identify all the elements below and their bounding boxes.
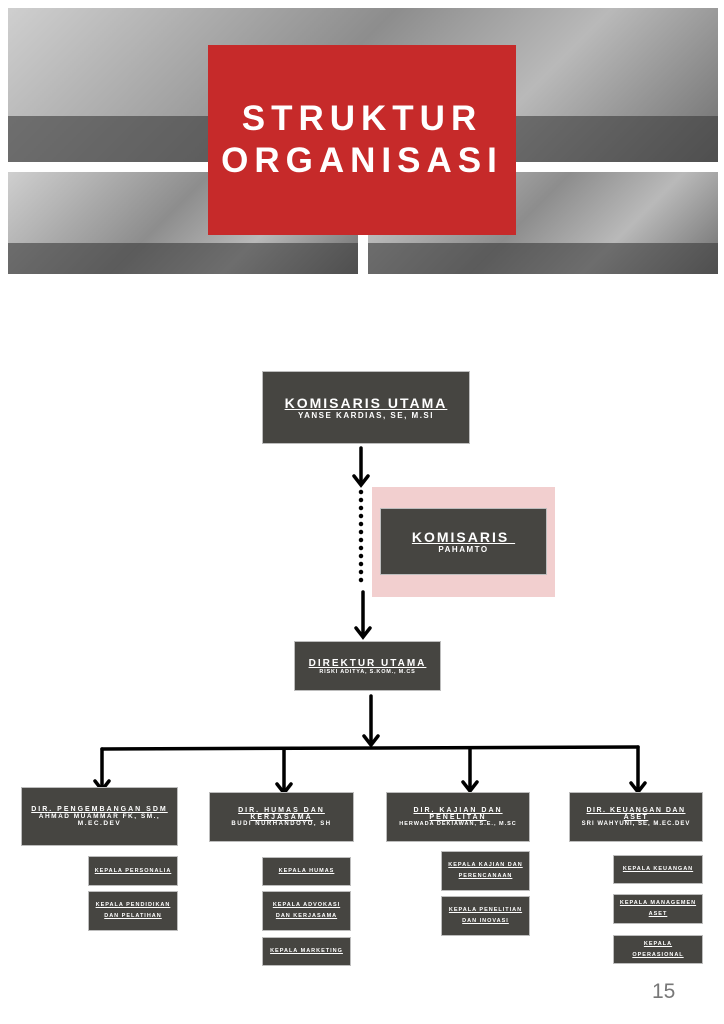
unit-title: KEPALA PERSONALIA [94, 867, 172, 874]
person-name: HERWADA DEKIAWAN, S.E., M.SC [399, 821, 517, 827]
person-name: AHMAD MUAMMAR FK, SM., M.EC.DEV [38, 813, 161, 827]
unit-title: KEPALA KEUANGAN [622, 866, 694, 872]
horizontal-line [100, 745, 640, 751]
unit-box: KEPALA KEUANGAN [613, 855, 703, 884]
title-line-2: ORGANISASI [221, 141, 503, 180]
direktur-utama-box: DIREKTUR UTAMA RISKI ADITYA, S.KOM., M.C… [294, 641, 441, 691]
position-title: KOMISARIS UTAMA [284, 395, 448, 411]
director-box: DIR. HUMAS DAN KERJASAMA BUDI NURHANDOYO… [209, 792, 354, 842]
person-name: YANSE KARDIAS, SE, M.SI [297, 411, 434, 420]
unit-box: KEPALA MARKETING [262, 937, 351, 966]
person-name: PAHAMTO [438, 545, 489, 554]
unit-box: KEPALA PENDIDIKAN DAN PELATIHAN [88, 891, 178, 931]
unit-box: KEPALA PENELITIAN DAN INOVASI [441, 896, 530, 936]
position-title: DIR. KAJIAN DAN PENELITAN [413, 807, 503, 821]
position-title: DIR. PENGEMBANGAN SDM [31, 806, 168, 813]
unit-box: KEPALA PERSONALIA [88, 856, 178, 886]
title-line-1: STRUKTUR [241, 99, 483, 138]
director-box: DIR. KAJIAN DAN PENELITAN HERWADA DEKIAW… [386, 792, 530, 842]
unit-box: KEPALA ADVOKASI DAN KERJASAMA [262, 891, 351, 931]
arrow-head [354, 626, 372, 640]
unit-box: KEPALA KAJIAN DAN PERENCANAAN [441, 851, 530, 891]
person-name: SRI WAHYUNI, SE, M.EC.DEV [581, 821, 691, 827]
position-title: DIR. KEUANGAN DAN ASET [586, 807, 686, 821]
unit-box: KEPALA MANAGEMEN ASET [613, 894, 703, 924]
person-name: BUDI NURHANDOYO, SH [231, 821, 332, 827]
komisaris-box: KOMISARIS PAHAMTO [380, 508, 547, 575]
director-box: DIR. KEUANGAN DAN ASET SRI WAHYUNI, SE, … [569, 792, 703, 842]
person-name: RISKI ADITYA, S.KOM., M.CS [319, 668, 416, 675]
komisaris-utama-box: KOMISARIS UTAMA YANSE KARDIAS, SE, M.SI [262, 371, 470, 444]
position-title: DIREKTUR UTAMA [308, 657, 427, 669]
page-number: 15 [652, 980, 676, 1003]
unit-title: KEPALA PENELITIAN DAN INOVASI [448, 907, 523, 924]
unit-title: KEPALA HUMAS [278, 868, 335, 874]
position-title: KOMISARIS [411, 529, 516, 545]
unit-title: KEPALA OPERASIONAL [632, 940, 684, 958]
unit-title: KEPALA MARKETING [270, 948, 343, 954]
unit-title: KEPALA PENDIDIKAN DAN PELATIHAN [95, 902, 171, 919]
unit-title: KEPALA ADVOKASI DAN KERJASAMA [272, 902, 341, 919]
arrow-head [362, 734, 380, 748]
director-box: DIR. PENGEMBANGAN SDM AHMAD MUAMMAR FK, … [21, 787, 178, 846]
unit-title: KEPALA MANAGEMEN ASET [619, 900, 697, 917]
title-banner: STRUKTUR ORGANISASI [208, 45, 516, 235]
position-title: DIR. HUMAS DAN KERJASAMA [238, 807, 325, 821]
unit-box: KEPALA HUMAS [262, 857, 351, 886]
unit-title: KEPALA KAJIAN DAN PERENCANAAN [448, 862, 523, 879]
unit-box: KEPALA OPERASIONAL [613, 935, 703, 964]
arrow-head [352, 474, 370, 488]
